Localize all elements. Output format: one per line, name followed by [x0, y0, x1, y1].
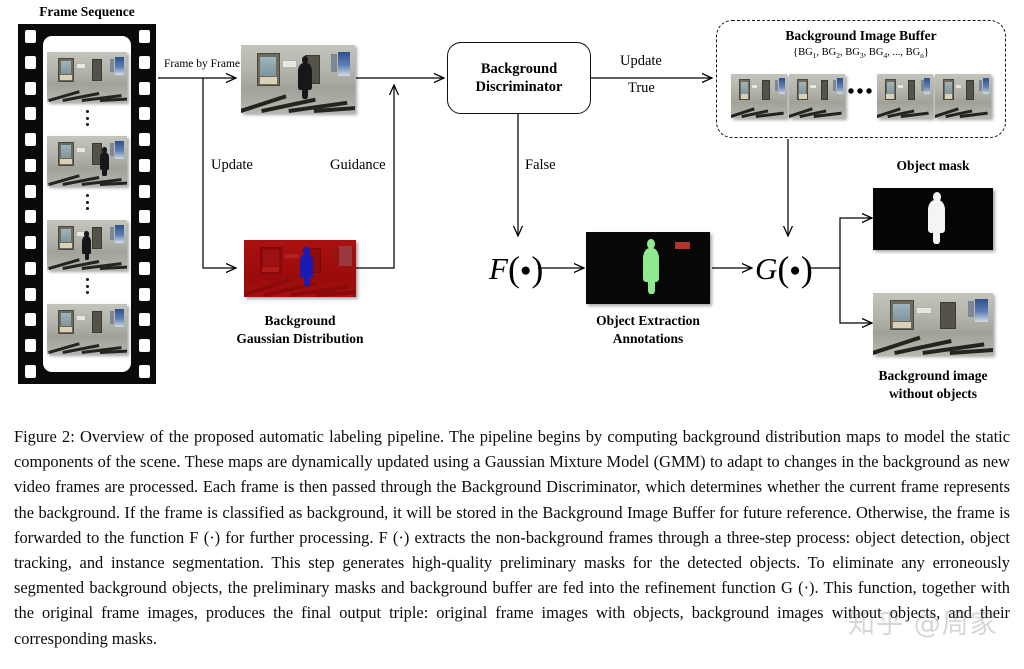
function-g-dot: ● [789, 260, 801, 281]
filmstrip-ellipsis-1 [43, 108, 131, 128]
background-gaussian-image [244, 240, 356, 297]
object-extraction-label-line2: Annotations [612, 331, 684, 346]
filmstrip-frame-4 [47, 304, 127, 354]
background-without-objects-image [873, 293, 993, 355]
function-f-letter: F [489, 251, 508, 286]
function-g-letter: G [755, 251, 778, 286]
discriminator-label-line1: Background [480, 60, 558, 77]
frame-sequence-title: Frame Sequence [39, 4, 135, 19]
function-g-glyph: G(●) [755, 249, 813, 289]
buffer-thumb-2 [789, 74, 846, 118]
background-without-objects-label-line1: Background image [878, 368, 988, 383]
current-frame-image [241, 45, 355, 113]
object-extraction-image [586, 232, 710, 304]
edge-label-update-right: Update [620, 53, 662, 69]
filmstrip-ellipsis-3 [43, 276, 131, 296]
figure-caption: Figure 2: Overview of the proposed autom… [14, 427, 1010, 648]
buffer-thumbnails: ••• [731, 67, 991, 125]
function-f-dot: ● [519, 260, 532, 281]
frame-sequence-filmstrip [18, 24, 156, 384]
filmstrip-frame-1 [47, 52, 127, 102]
filmstrip-frame-2 [47, 136, 127, 186]
buffer-thumb-4 [934, 74, 991, 118]
buffer-thumb-3 [876, 74, 933, 118]
edge-label-frame-by-frame: Frame by Frame [164, 58, 241, 70]
buffer-thumb-1 [731, 74, 787, 118]
pipeline-diagram: Frame Sequence [18, 0, 1024, 415]
edge-label-guidance: Guidance [330, 157, 386, 173]
buffer-title: Background Image Buffer [785, 28, 937, 43]
filmstrip-ellipsis-2 [43, 192, 131, 212]
buffer-ellipsis: ••• [847, 81, 875, 103]
buffer-set-notation: {BG1, BG2, BG3, BG4, ..., BGn} [793, 47, 929, 61]
diagram-connectors [158, 0, 1024, 415]
object-mask-label: Object mask [896, 158, 970, 173]
edge-label-false: False [525, 157, 556, 173]
filmstrip-sprockets-left [23, 30, 37, 378]
filmstrip-sprockets-right [137, 30, 151, 378]
background-gaussian-label-line2: Gaussian Distribution [236, 331, 364, 346]
edge-label-update-left: Update [211, 157, 253, 173]
function-f-glyph: F(●) [489, 249, 544, 289]
filmstrip-frames [43, 36, 131, 372]
background-without-objects-label-line2: without objects [888, 386, 978, 401]
filmstrip-frame-3 [47, 220, 127, 270]
object-extraction-label-line1: Object Extraction [596, 313, 700, 328]
background-image-buffer[interactable]: Background Image Buffer {BG1, BG2, BG3, … [716, 20, 1006, 138]
background-gaussian-label-line1: Background [264, 313, 336, 328]
discriminator-label-line2: Discriminator [475, 79, 563, 95]
background-discriminator-box[interactable]: Background Discriminator [447, 42, 591, 114]
object-mask-image [873, 188, 993, 250]
edge-label-true: True [628, 80, 655, 96]
